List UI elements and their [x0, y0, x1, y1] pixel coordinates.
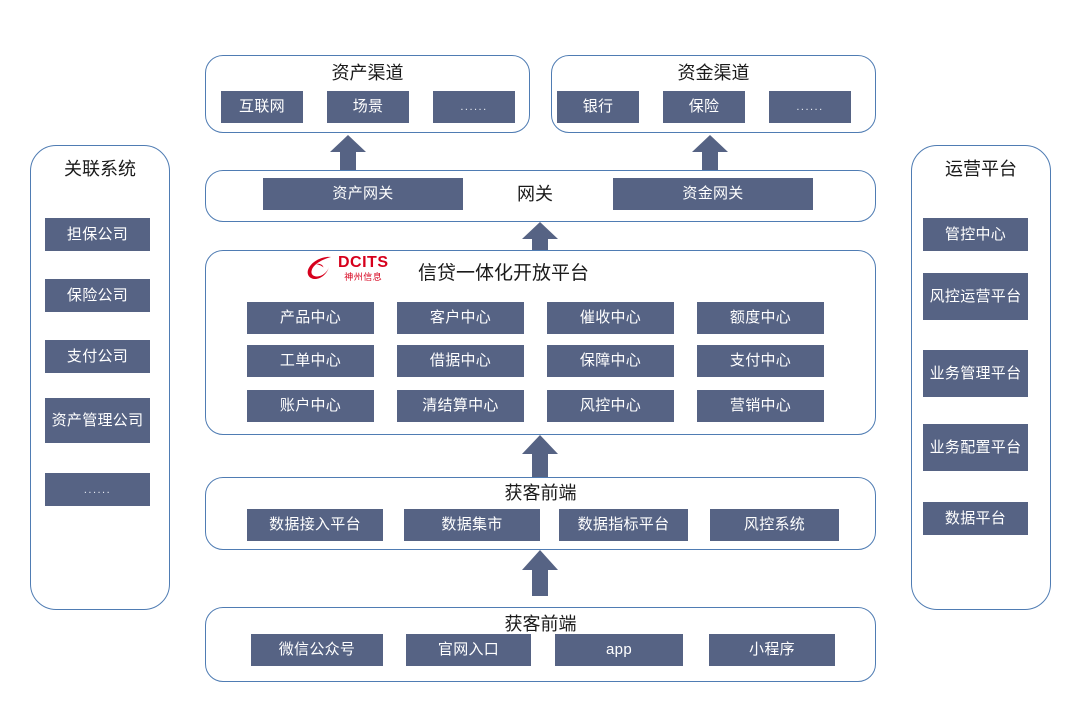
platform-module-5[interactable]: 借据中心	[397, 345, 524, 377]
asset-channel-item-2[interactable]: ......	[433, 91, 515, 123]
data-layer-item-3[interactable]: 风控系统	[710, 509, 839, 541]
frontend-layer-item-2[interactable]: app	[555, 634, 683, 666]
related-systems-panel	[30, 145, 170, 610]
frontend-layer-title: 获客前端	[504, 614, 577, 634]
related-systems-title: 关联系统	[64, 159, 136, 179]
platform-module-0[interactable]: 产品中心	[247, 302, 374, 334]
fund-channel-item-1[interactable]: 保险	[663, 91, 745, 123]
frontend-layer-item-0[interactable]: 微信公众号	[251, 634, 383, 666]
arrow-gateway-to-asset-channel	[330, 135, 366, 173]
arrow-gateway-to-fund-channel	[692, 135, 728, 173]
related-systems-item-0[interactable]: 担保公司	[45, 218, 150, 251]
platform-module-6[interactable]: 保障中心	[547, 345, 674, 377]
fund-channel-item-2[interactable]: ......	[769, 91, 851, 123]
core-platform-name: 信贷一体化开放平台	[418, 263, 590, 284]
platform-module-2[interactable]: 催收中心	[547, 302, 674, 334]
asset-channel-item-1[interactable]: 场景	[327, 91, 409, 123]
platform-module-11[interactable]: 营销中心	[697, 390, 824, 422]
frontend-layer-item-3[interactable]: 小程序	[709, 634, 835, 666]
arrow-data-to-platform	[522, 435, 558, 477]
platform-module-4[interactable]: 工单中心	[247, 345, 374, 377]
dcits-logo-subtitle: 神州信息	[344, 271, 383, 282]
gateway-center-label: 网关	[517, 184, 553, 204]
operations-platform-item-2[interactable]: 业务管理平台	[923, 350, 1028, 397]
related-systems-item-1[interactable]: 保险公司	[45, 279, 150, 312]
dcits-logo: DCITS 神州信息	[305, 254, 389, 282]
gateway-item-asset[interactable]: 资产网关	[263, 178, 463, 210]
operations-platform-item-3[interactable]: 业务配置平台	[923, 424, 1028, 471]
operations-platform-item-0[interactable]: 管控中心	[923, 218, 1028, 251]
dcits-swoosh-icon	[305, 254, 335, 282]
arrow-frontend-to-data	[522, 550, 558, 596]
related-systems-item-2[interactable]: 支付公司	[45, 340, 150, 373]
related-systems-item-4[interactable]: ......	[45, 473, 150, 506]
gateway-item-fund[interactable]: 资金网关	[613, 178, 813, 210]
platform-module-7[interactable]: 支付中心	[697, 345, 824, 377]
dcits-logo-word: DCITS	[338, 253, 389, 271]
data-layer-item-0[interactable]: 数据接入平台	[247, 509, 383, 541]
operations-platform-item-4[interactable]: 数据平台	[923, 502, 1028, 535]
fund-channel-title: 资金渠道	[677, 63, 750, 83]
operations-platform-title: 运营平台	[945, 159, 1017, 179]
data-layer-title: 获客前端	[504, 483, 577, 503]
platform-module-8[interactable]: 账户中心	[247, 390, 374, 422]
platform-module-3[interactable]: 额度中心	[697, 302, 824, 334]
fund-channel-item-0[interactable]: 银行	[557, 91, 639, 123]
related-systems-item-3[interactable]: 资产管理公司	[45, 398, 150, 443]
data-layer-item-1[interactable]: 数据集市	[404, 509, 540, 541]
arrow-platform-to-gateway	[522, 222, 558, 258]
asset-channel-title: 资产渠道	[331, 63, 404, 83]
asset-channel-item-0[interactable]: 互联网	[221, 91, 303, 123]
data-layer-item-2[interactable]: 数据指标平台	[559, 509, 688, 541]
frontend-layer-item-1[interactable]: 官网入口	[406, 634, 531, 666]
platform-module-9[interactable]: 清结算中心	[397, 390, 524, 422]
platform-module-10[interactable]: 风控中心	[547, 390, 674, 422]
platform-module-1[interactable]: 客户中心	[397, 302, 524, 334]
operations-platform-item-1[interactable]: 风控运营平台	[923, 273, 1028, 320]
